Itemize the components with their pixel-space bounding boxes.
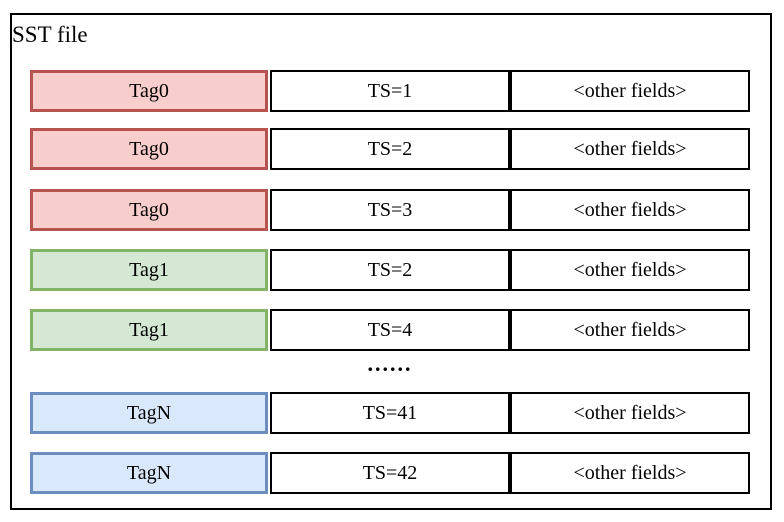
record-row: Tag0 TS=2 <other fields> [30, 128, 750, 170]
tag-cell: TagN [30, 452, 268, 494]
record-row: Tag0 TS=1 <other fields> [30, 70, 750, 112]
record-row: Tag0 TS=3 <other fields> [30, 189, 750, 231]
tag-cell: Tag1 [30, 249, 268, 291]
tag-cell: Tag1 [30, 309, 268, 351]
other-fields-cell: <other fields> [510, 452, 750, 494]
other-fields-cell: <other fields> [510, 249, 750, 291]
record-row: TagN TS=42 <other fields> [30, 452, 750, 494]
timestamp-cell: TS=2 [270, 128, 510, 170]
tag-cell: Tag0 [30, 189, 268, 231]
tag-cell: Tag0 [30, 70, 268, 112]
record-row: Tag1 TS=4 <other fields> [30, 309, 750, 351]
other-fields-cell: <other fields> [510, 309, 750, 351]
other-fields-cell: <other fields> [510, 70, 750, 112]
tag-cell: Tag0 [30, 128, 268, 170]
timestamp-cell: TS=3 [270, 189, 510, 231]
timestamp-cell: TS=1 [270, 70, 510, 112]
other-fields-cell: <other fields> [510, 128, 750, 170]
record-rows: Tag0 TS=1 <other fields> Tag0 TS=2 <othe… [30, 0, 750, 522]
diagram-title: SST file [12, 22, 88, 47]
timestamp-cell: TS=4 [270, 309, 510, 351]
timestamp-cell: TS=42 [270, 452, 510, 494]
timestamp-cell: TS=41 [270, 392, 510, 434]
record-row: Tag1 TS=2 <other fields> [30, 249, 750, 291]
ellipsis-separator: ...... [367, 351, 413, 376]
timestamp-cell: TS=2 [270, 249, 510, 291]
record-row: TagN TS=41 <other fields> [30, 392, 750, 434]
other-fields-cell: <other fields> [510, 189, 750, 231]
other-fields-cell: <other fields> [510, 392, 750, 434]
tag-cell: TagN [30, 392, 268, 434]
